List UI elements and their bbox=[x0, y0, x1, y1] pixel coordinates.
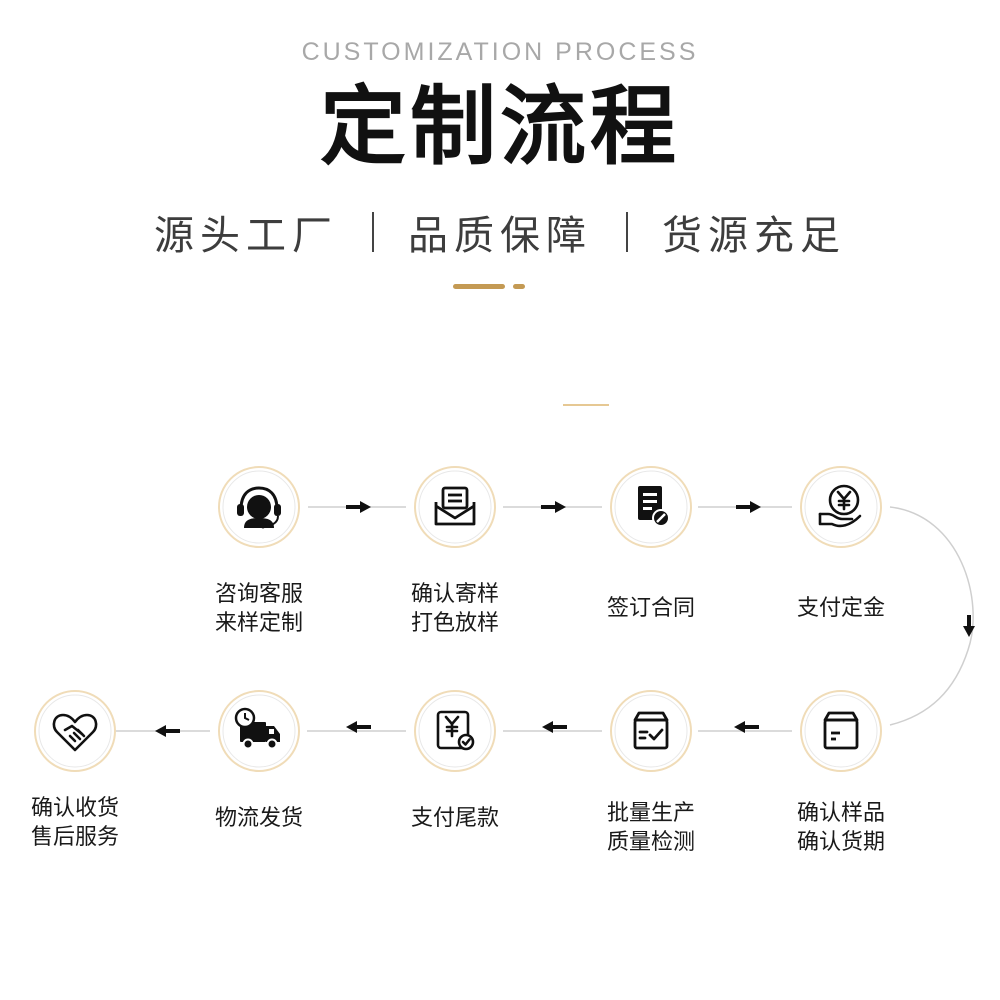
headset-icon bbox=[237, 486, 281, 529]
contract-icon bbox=[638, 486, 670, 527]
yuan-receipt-icon bbox=[436, 710, 475, 751]
step-consult-label: 咨询客服来样定制 bbox=[214, 582, 304, 636]
tagline: 源头工厂 品质保障 货源充足 bbox=[0, 203, 1000, 261]
truck-icon bbox=[234, 707, 280, 750]
tagline-divider bbox=[626, 212, 628, 252]
tagline-item-quality: 品质保障 bbox=[408, 213, 592, 259]
arrow-right-icon bbox=[541, 501, 566, 513]
step-receive-icon bbox=[32, 688, 118, 774]
decor-bar-short bbox=[513, 284, 525, 289]
handshake-heart-icon bbox=[52, 713, 98, 752]
step-balance-icon bbox=[412, 688, 498, 774]
step-consult-icon bbox=[216, 464, 302, 550]
header-chinese-title: 定制流程 bbox=[320, 77, 680, 177]
step-deposit-label: 支付定金 bbox=[796, 596, 886, 621]
step-contract-label: 签订合同 bbox=[606, 596, 696, 621]
decor-line bbox=[563, 404, 609, 406]
arrow-left-icon bbox=[155, 725, 180, 737]
tagline-item-factory: 源头工厂 bbox=[154, 213, 338, 259]
step-produce-icon bbox=[608, 688, 694, 774]
step-deposit-icon bbox=[798, 464, 884, 550]
connector-curve bbox=[889, 506, 974, 726]
arrow-right-icon bbox=[736, 501, 761, 513]
decor-bar-long bbox=[453, 284, 505, 289]
step-sample-icon bbox=[412, 464, 498, 550]
arrow-right-icon bbox=[346, 501, 371, 513]
box-check-icon bbox=[633, 711, 669, 750]
step-ship-icon bbox=[216, 688, 302, 774]
step-contract-icon bbox=[608, 464, 694, 550]
step-ship-label: 物流发货 bbox=[214, 806, 304, 831]
arrow-left-icon bbox=[734, 721, 759, 733]
header-english-title: CUSTOMIZATION PROCESS bbox=[301, 38, 699, 66]
step-confirm-icon bbox=[798, 688, 884, 774]
step-produce-label: 批量生产质量检测 bbox=[606, 801, 696, 855]
envelope-icon bbox=[434, 486, 476, 526]
tagline-item-supply: 货源充足 bbox=[662, 213, 846, 259]
yuan-hand-icon bbox=[818, 484, 862, 528]
step-balance-label: 支付尾款 bbox=[410, 806, 500, 831]
arrow-down-icon bbox=[963, 615, 975, 637]
step-receive-label: 确认收货售后服务 bbox=[30, 796, 120, 850]
box-icon bbox=[823, 711, 859, 750]
tagline-divider bbox=[372, 212, 374, 252]
step-confirm-label: 确认样品确认货期 bbox=[796, 801, 886, 855]
step-sample-label: 确认寄样打色放样 bbox=[410, 582, 500, 636]
arrow-left-icon bbox=[542, 721, 567, 733]
arrow-left-icon bbox=[346, 721, 371, 733]
